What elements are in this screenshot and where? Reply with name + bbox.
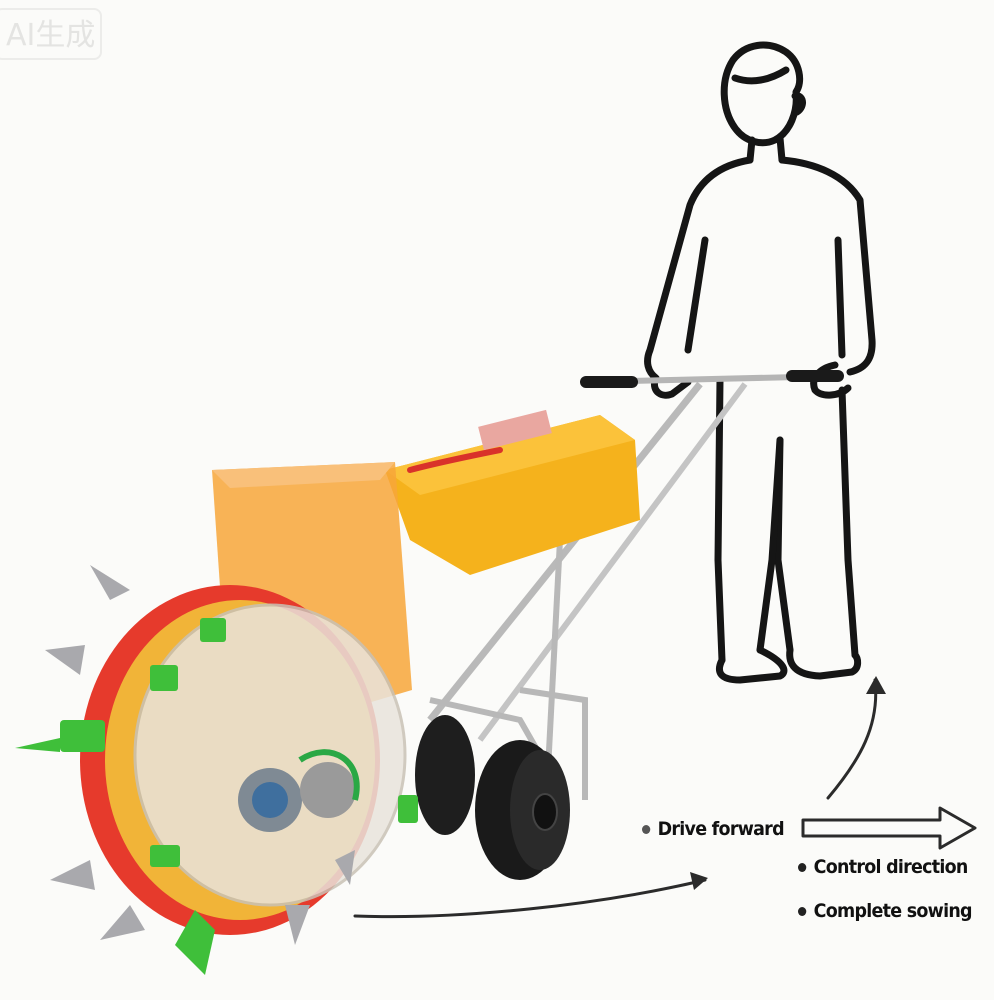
motion-arrows <box>353 678 878 919</box>
arrow-head-up <box>866 676 886 694</box>
ai-generated-watermark: AI生成 <box>0 8 102 60</box>
seed-box <box>385 409 640 575</box>
person-line-drawing <box>644 41 876 684</box>
bullet-icon <box>798 906 807 916</box>
rear-wheels <box>415 715 570 880</box>
green-spikes <box>15 618 418 975</box>
silver-spikes <box>45 565 355 945</box>
complete-sowing-label: Complete sowing <box>798 900 973 922</box>
drive-forward-arrow <box>801 806 977 850</box>
drive-forward-label: Drive forward <box>642 818 785 840</box>
bullet-icon <box>642 824 651 834</box>
handle-bar <box>427 370 844 742</box>
arrow-head-forward <box>690 872 708 890</box>
bullet-icon <box>798 862 807 872</box>
control-direction-label: Control direction <box>798 856 968 878</box>
